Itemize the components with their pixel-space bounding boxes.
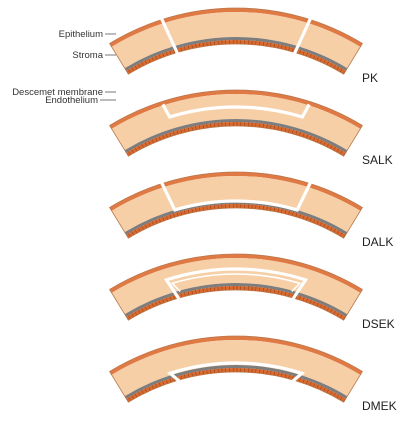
descemet-layer [124,365,348,399]
graft-outline [161,103,311,119]
cornea-section-salk [109,89,363,157]
epithelium-layer [109,172,363,211]
descemet-layer [124,37,348,71]
label-endothelium: Endothelium [45,95,98,106]
cornea-outline [109,89,363,157]
procedure-labels: PK SALK DALK DSEK DMEK [362,71,397,413]
stroma-layer [111,93,361,151]
graft-cut-left [160,17,179,55]
label-stroma: Stroma [72,50,103,61]
cornea-section-dsek [109,253,363,321]
stroma-layer [111,175,361,233]
procedure-label-salk: SALK [362,153,393,167]
graft-inner-outline [170,273,302,292]
cornea-outline [109,7,363,75]
descemet-layer [124,283,348,317]
cornea-outline [109,335,363,403]
stroma-layer [111,11,361,69]
procedure-label-pk: PK [362,71,378,85]
cornea-sections [109,7,363,403]
cornea-section-pk [109,7,363,75]
stroma-layer [111,339,361,397]
graft-outline [160,181,312,212]
procedure-label-dsek: DSEK [362,317,395,331]
procedure-label-dmek: DMEK [362,399,397,413]
endothelial-cells [128,121,346,157]
graft-outline [166,361,306,383]
label-descemet-membrane: Descemet membrane [12,87,103,98]
stroma-layer [111,257,361,315]
label-epithelium: Epithelium [59,29,103,40]
cornea-section-dalk [109,171,363,239]
descemet-layer [124,119,348,153]
epithelium-layer [109,254,363,293]
epithelium-layer [109,8,363,47]
graft-cut-right [293,17,312,55]
epithelium-layer [109,90,363,129]
layer-labels: Epithelium Stroma Descemet membrane Endo… [12,29,116,106]
cornea-section-dmek [109,335,363,403]
endothelial-cells [128,39,346,75]
graft-outline [163,267,309,300]
cornea-outline [109,171,363,239]
procedure-label-dalk: DALK [362,235,393,249]
epithelium-layer [109,336,363,375]
cornea-outline [109,253,363,321]
endothelial-cells [128,203,346,239]
